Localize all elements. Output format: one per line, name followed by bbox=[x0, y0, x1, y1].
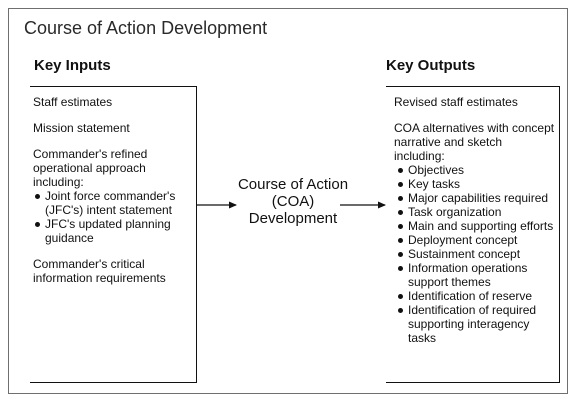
output-item: COA alternatives with concept narrative … bbox=[394, 121, 555, 163]
output-bullet-item: Task organization bbox=[396, 205, 556, 219]
input-bullet-list: Joint force commander's (JFC's) intent s… bbox=[33, 189, 193, 245]
coa-label-line: Development bbox=[248, 210, 338, 227]
coa-label-line: Course of Action bbox=[237, 176, 349, 193]
output-bullet-item: Identification of reserve bbox=[396, 289, 556, 303]
output-bullet-item: Information operations support themes bbox=[396, 261, 556, 289]
key-outputs-box: Revised staff estimates COA alternatives… bbox=[386, 86, 560, 383]
coa-development-label: Course of Action (COA) Development bbox=[222, 176, 364, 227]
input-item: Commander's refined operational approach… bbox=[33, 147, 148, 189]
output-bullet-item: Sustainment concept bbox=[396, 247, 556, 261]
output-bullet-item: Deployment concept bbox=[396, 233, 556, 247]
output-bullet-list: Objectives Key tasks Major capabilities … bbox=[396, 163, 556, 345]
input-item: Mission statement bbox=[33, 121, 130, 135]
key-inputs-box: Staff estimates Mission statement Comman… bbox=[30, 86, 197, 383]
diagram-title: Course of Action Development bbox=[24, 18, 268, 38]
output-item: Revised staff estimates bbox=[394, 95, 518, 109]
key-inputs-heading: Key Inputs bbox=[34, 57, 111, 74]
input-item: Commander's critical information require… bbox=[33, 257, 166, 285]
output-bullet-item: Main and supporting efforts bbox=[396, 219, 556, 233]
output-bullet-item: Major capabilities required bbox=[396, 191, 556, 205]
input-item: Staff estimates bbox=[33, 95, 113, 109]
key-outputs-heading: Key Outputs bbox=[386, 57, 476, 74]
key-inputs-content: Staff estimates Mission statement Comman… bbox=[33, 95, 193, 297]
output-bullet-item: Identification of required supporting in… bbox=[396, 303, 556, 345]
input-bullet-item: Joint force commander's (JFC's) intent s… bbox=[33, 189, 193, 217]
output-bullet-item: Objectives bbox=[396, 163, 556, 177]
input-bullet-item: JFC's updated planning guidance bbox=[33, 217, 193, 245]
output-bullet-item: Key tasks bbox=[396, 177, 556, 191]
coa-label-line: (COA) bbox=[271, 193, 315, 210]
key-outputs-content: Revised staff estimates COA alternatives… bbox=[394, 95, 556, 357]
